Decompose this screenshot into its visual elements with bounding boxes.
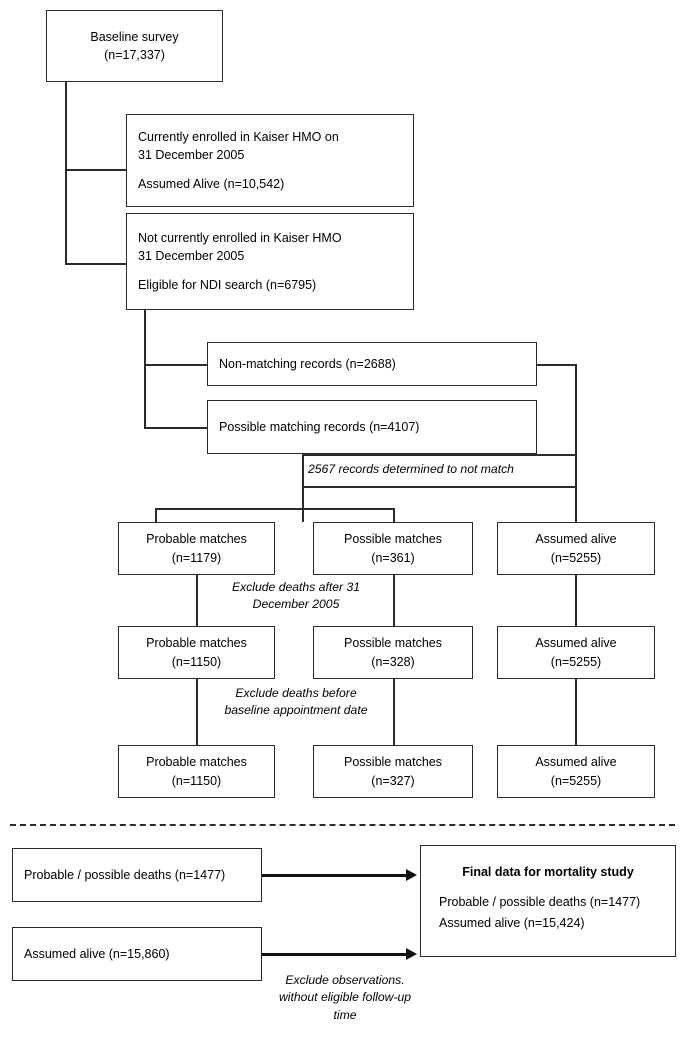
- node-row2-alive-line1: Assumed alive: [535, 636, 617, 651]
- connector-row1-row2-alive: [575, 575, 577, 626]
- connector-non-matching-right: [537, 364, 576, 366]
- connector-row2-row3-alive: [575, 679, 577, 745]
- node-not-currently-enrolled-line2: 31 December 2005: [138, 248, 245, 263]
- node-deaths-summary-line1: Probable / possible deaths (n=1477): [24, 867, 226, 882]
- arrow-alive-to-final-head: [406, 948, 417, 960]
- connector-row2-row3-probable: [196, 679, 198, 745]
- connector-row1-row2-probable: [196, 575, 198, 626]
- node-row2-assumed-alive: Assumed alive (n=5255): [497, 626, 655, 679]
- node-row3-probable-line1: Probable matches: [146, 755, 247, 770]
- node-row3-possible-line1: Possible matches: [344, 755, 442, 770]
- node-not-currently-enrolled-line3: Eligible for NDI search (n=6795): [138, 278, 317, 293]
- connector-to-possible-matching: [144, 427, 208, 429]
- connector-possible-matching-trunk: [302, 454, 304, 522]
- node-row3-probable-matches: Probable matches (n=1150): [118, 745, 275, 798]
- annotation-exclude-followup-line3: without eligible: [278, 990, 359, 1005]
- node-row1-possible-line1: Possible matches: [344, 532, 442, 547]
- node-row3-alive-line2: (n=5255): [550, 773, 602, 788]
- node-row3-possible-matches: Possible matches (n=327): [313, 745, 473, 798]
- node-currently-enrolled: Currently enrolled in Kaiser HMO on 31 D…: [126, 114, 414, 207]
- node-non-matching-records-line1: Non-matching records (n=2688): [219, 356, 396, 371]
- connector-assumed-alive-down: [575, 364, 577, 522]
- node-baseline-survey-line2: (n=17,337): [104, 48, 165, 62]
- arrow-deaths-to-final-head: [406, 869, 417, 881]
- annotation-exclude-before-line3: appointment date: [273, 703, 368, 718]
- node-row1-alive-line2: (n=5255): [550, 550, 602, 565]
- node-row1-possible-matches: Possible matches (n=361): [313, 522, 473, 575]
- annotation-exclude-followup-line4: follow-up time: [333, 990, 412, 1022]
- node-final-data-line2: Assumed alive (n=15,424): [439, 916, 585, 931]
- node-row3-alive-line1: Assumed alive: [535, 755, 617, 770]
- arrow-deaths-to-final-line: [262, 874, 408, 877]
- arrow-alive-to-final-line: [262, 953, 408, 956]
- node-currently-enrolled-line3: Assumed Alive (n=10,542): [138, 177, 285, 192]
- annotation-exclude-followup: Exclude observations. without eligible f…: [275, 972, 415, 1024]
- node-alive-summary-line1: Assumed alive (n=15,860): [24, 946, 170, 961]
- annotation-exclude-followup-line1: Exclude: [285, 973, 329, 987]
- node-baseline-survey-line1: Baseline survey: [90, 29, 179, 44]
- node-final-data-line1: Probable / possible deaths (n=1477): [439, 895, 641, 910]
- node-alive-summary: Assumed alive (n=15,860): [12, 927, 262, 981]
- node-row1-possible-line2: (n=361): [371, 550, 415, 565]
- node-row1-probable-line2: (n=1179): [171, 550, 222, 565]
- node-non-matching-records: Non-matching records (n=2688): [207, 342, 537, 386]
- node-row1-assumed-alive: Assumed alive (n=5255): [497, 522, 655, 575]
- node-possible-matching-records: Possible matching records (n=4107): [207, 400, 537, 454]
- connector-baseline-trunk: [65, 82, 67, 264]
- connector-baseline-to-not-enrolled: [65, 263, 127, 265]
- connector-baseline-to-enrolled: [65, 169, 127, 171]
- node-row2-probable-line2: (n=1150): [171, 654, 222, 669]
- annotation-exclude-after-line2: 31 December 2005: [252, 580, 361, 612]
- connector-split-bar: [155, 508, 394, 510]
- node-final-data: Final data for mortality study Probable …: [420, 845, 676, 957]
- annotation-not-match: 2567 records determined to not match: [308, 461, 572, 479]
- node-currently-enrolled-line1: Currently enrolled in Kaiser HMO on: [138, 129, 339, 144]
- node-final-data-title: Final data for mortality study: [462, 865, 634, 879]
- annotation-exclude-followup-line2: observations.: [332, 973, 405, 987]
- annotation-exclude-before-line1: Exclude deaths: [235, 686, 319, 700]
- node-row2-possible-matches: Possible matches (n=328): [313, 626, 473, 679]
- connector-split-left: [155, 508, 157, 523]
- node-row2-possible-line1: Possible matches: [344, 636, 442, 651]
- annotation-exclude-before-line2: before baseline: [224, 686, 357, 718]
- node-not-currently-enrolled: Not currently enrolled in Kaiser HMO 31 …: [126, 213, 414, 310]
- node-deaths-summary: Probable / possible deaths (n=1477): [12, 848, 262, 902]
- node-row1-alive-line1: Assumed alive: [535, 532, 617, 547]
- annotation-exclude-after-line1: Exclude deaths after: [231, 580, 344, 594]
- node-row1-probable-line1: Probable matches: [146, 532, 247, 547]
- annotation-exclude-deaths-after: Exclude deaths after 31 December 2005: [216, 579, 376, 614]
- connector-to-non-matching: [144, 364, 208, 366]
- node-row2-probable-matches: Probable matches (n=1150): [118, 626, 275, 679]
- connector-row2-row3-possible: [393, 679, 395, 745]
- node-currently-enrolled-line2: 31 December 2005: [138, 147, 245, 162]
- node-row3-possible-line2: (n=327): [371, 773, 415, 788]
- node-row2-probable-line1: Probable matches: [146, 636, 247, 651]
- node-possible-matching-records-line1: Possible matching records (n=4107): [219, 419, 420, 434]
- node-row3-assumed-alive: Assumed alive (n=5255): [497, 745, 655, 798]
- connector-not-match-top: [302, 454, 576, 456]
- annotation-exclude-deaths-before: Exclude deaths before baseline appointme…: [216, 685, 376, 720]
- node-baseline-survey: Baseline survey (n=17,337): [46, 10, 223, 82]
- connector-row1-row2-possible: [393, 575, 395, 626]
- section-divider: [10, 824, 675, 826]
- node-row3-probable-line2: (n=1150): [171, 773, 222, 788]
- node-not-currently-enrolled-line1: Not currently enrolled in Kaiser HMO: [138, 230, 342, 245]
- connector-not-enrolled-trunk: [144, 310, 146, 428]
- node-row1-probable-matches: Probable matches (n=1179): [118, 522, 275, 575]
- node-row2-possible-line2: (n=328): [371, 654, 415, 669]
- node-row2-alive-line2: (n=5255): [550, 654, 602, 669]
- connector-split-right: [393, 508, 395, 523]
- connector-not-match-bottom: [302, 486, 576, 488]
